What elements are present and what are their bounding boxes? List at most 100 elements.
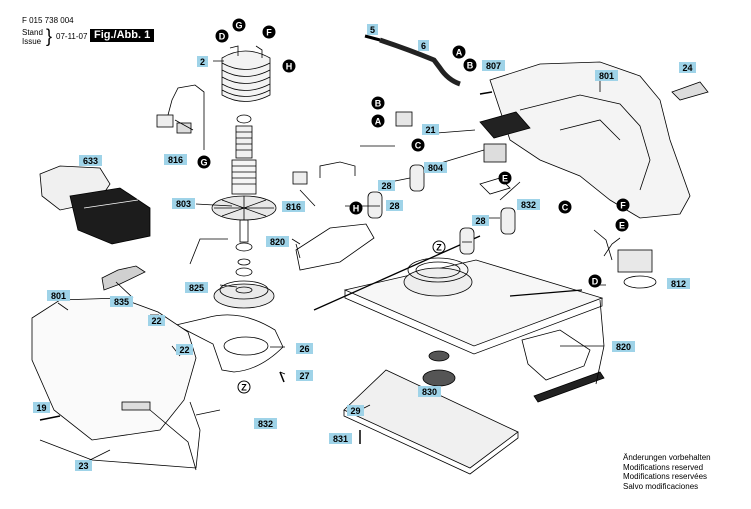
part-number: 23: [78, 461, 88, 471]
base-plate-drawing: [343, 257, 604, 355]
part-number: 831: [333, 434, 348, 444]
part-number: 820: [270, 237, 285, 247]
part-number: 21: [425, 125, 435, 135]
part-label-803: 803: [172, 198, 195, 209]
connector-marker-b: B: [371, 96, 385, 110]
connector-letter: C: [562, 202, 569, 212]
part-label-816: 816: [282, 201, 305, 212]
electronic-module-drawing: [617, 249, 653, 273]
part-number: 832: [521, 200, 536, 210]
part-number: 816: [286, 202, 301, 212]
rear-housing-drawing: [489, 61, 691, 219]
connector-letter: B: [375, 98, 382, 108]
part-label-28: 28: [386, 200, 403, 211]
part-label-21: 21: [422, 124, 439, 135]
connector-letter: C: [415, 140, 422, 150]
part-number: 26: [299, 344, 309, 354]
connector-marker-c: C: [411, 138, 425, 152]
cord-drawing: [379, 37, 461, 87]
motor-field-drawing: [221, 45, 271, 102]
part-label-23: 23: [75, 460, 92, 471]
part-label-2: 2: [197, 56, 208, 67]
modification-notes: Änderungen vorbehalten Modifications res…: [623, 453, 711, 491]
stand-label: Stand: [22, 28, 43, 37]
part-label-27: 27: [296, 370, 313, 381]
part-label-816: 816: [164, 154, 187, 165]
connector-letter: G: [200, 157, 207, 167]
armature-drawing: [211, 114, 277, 252]
connector-letter: E: [619, 220, 625, 230]
figure-label: Fig./Abb. 1: [90, 29, 155, 42]
connector-letter: A: [375, 116, 382, 126]
part-label-28: 28: [472, 215, 489, 226]
connector-letter: E: [502, 173, 508, 183]
connector-marker-e: E: [498, 171, 512, 185]
part-number: 832: [258, 419, 273, 429]
part-number: 22: [179, 345, 189, 355]
part-number: 835: [114, 297, 129, 307]
part-number: 803: [176, 199, 191, 209]
connector-letter: F: [620, 200, 626, 210]
part-number: 28: [475, 216, 485, 226]
part-label-807: 807: [482, 60, 505, 71]
part-number: 801: [51, 291, 66, 301]
part-number: 804: [428, 163, 443, 173]
part-label-19: 19: [33, 402, 50, 413]
connector-marker-c: C: [558, 200, 572, 214]
connector-letter: D: [219, 31, 226, 41]
connector-marker-z: Z: [432, 240, 446, 254]
part-number: 29: [350, 406, 360, 416]
part-label-831: 831: [329, 433, 352, 444]
note-spanish: Salvo modificaciones: [623, 481, 699, 491]
connector-marker-g: G: [232, 18, 246, 32]
doc-number: F 015 738 004: [22, 16, 74, 25]
connector-marker-a: A: [371, 114, 385, 128]
dust-canister-drawing: [39, 165, 151, 245]
part-label-825: 825: [185, 282, 208, 293]
part-label-26: 26: [296, 343, 313, 354]
part-number: 2: [200, 57, 205, 67]
part-number: 825: [189, 283, 204, 293]
part-label-835: 835: [110, 296, 133, 307]
part-label-24: 24: [679, 62, 696, 73]
fan-gear-drawing: [213, 258, 275, 309]
sanding-pad-drawing: [343, 369, 519, 475]
part-number: 22: [151, 316, 161, 326]
part-label-832: 832: [517, 199, 540, 210]
front-housing-drawing: [31, 297, 201, 471]
part-number: 812: [671, 279, 686, 289]
part-number: 820: [616, 342, 631, 352]
part-label-832: 832: [254, 418, 277, 429]
connector-marker-d: D: [588, 274, 602, 288]
part-label-812: 812: [667, 278, 690, 289]
part-label-804: 804: [424, 162, 447, 173]
connector-marker-a: A: [452, 45, 466, 59]
part-number: 801: [599, 71, 614, 81]
connector-letter: D: [592, 276, 599, 286]
part-number: 24: [682, 63, 692, 73]
part-label-5: 5: [367, 24, 378, 35]
part-label-22: 22: [148, 315, 165, 326]
connector-letter: G: [235, 20, 242, 30]
part-label-801: 801: [47, 290, 70, 301]
part-number: 830: [422, 387, 437, 397]
part-label-29: 29: [347, 405, 364, 416]
issue-date: 07-11-07: [56, 32, 88, 41]
part-number: 5: [370, 25, 375, 35]
connector-marker-d: D: [215, 29, 229, 43]
part-number: 28: [381, 181, 391, 191]
part-number: 19: [36, 403, 46, 413]
issue-label: Issue: [22, 37, 42, 46]
part-label-820: 820: [266, 236, 289, 247]
connector-marker-z: Z: [237, 380, 251, 394]
connector-marker-f: F: [616, 198, 630, 212]
note-french: Modifications reservées: [623, 472, 708, 481]
note-english: Modifications reserved: [623, 462, 704, 472]
brace-glyph: }: [46, 26, 53, 46]
part-label-28: 28: [378, 180, 395, 191]
damper-cylinder: [409, 164, 425, 192]
connector-letter: Z: [436, 242, 442, 252]
connector-letter: H: [286, 61, 293, 71]
